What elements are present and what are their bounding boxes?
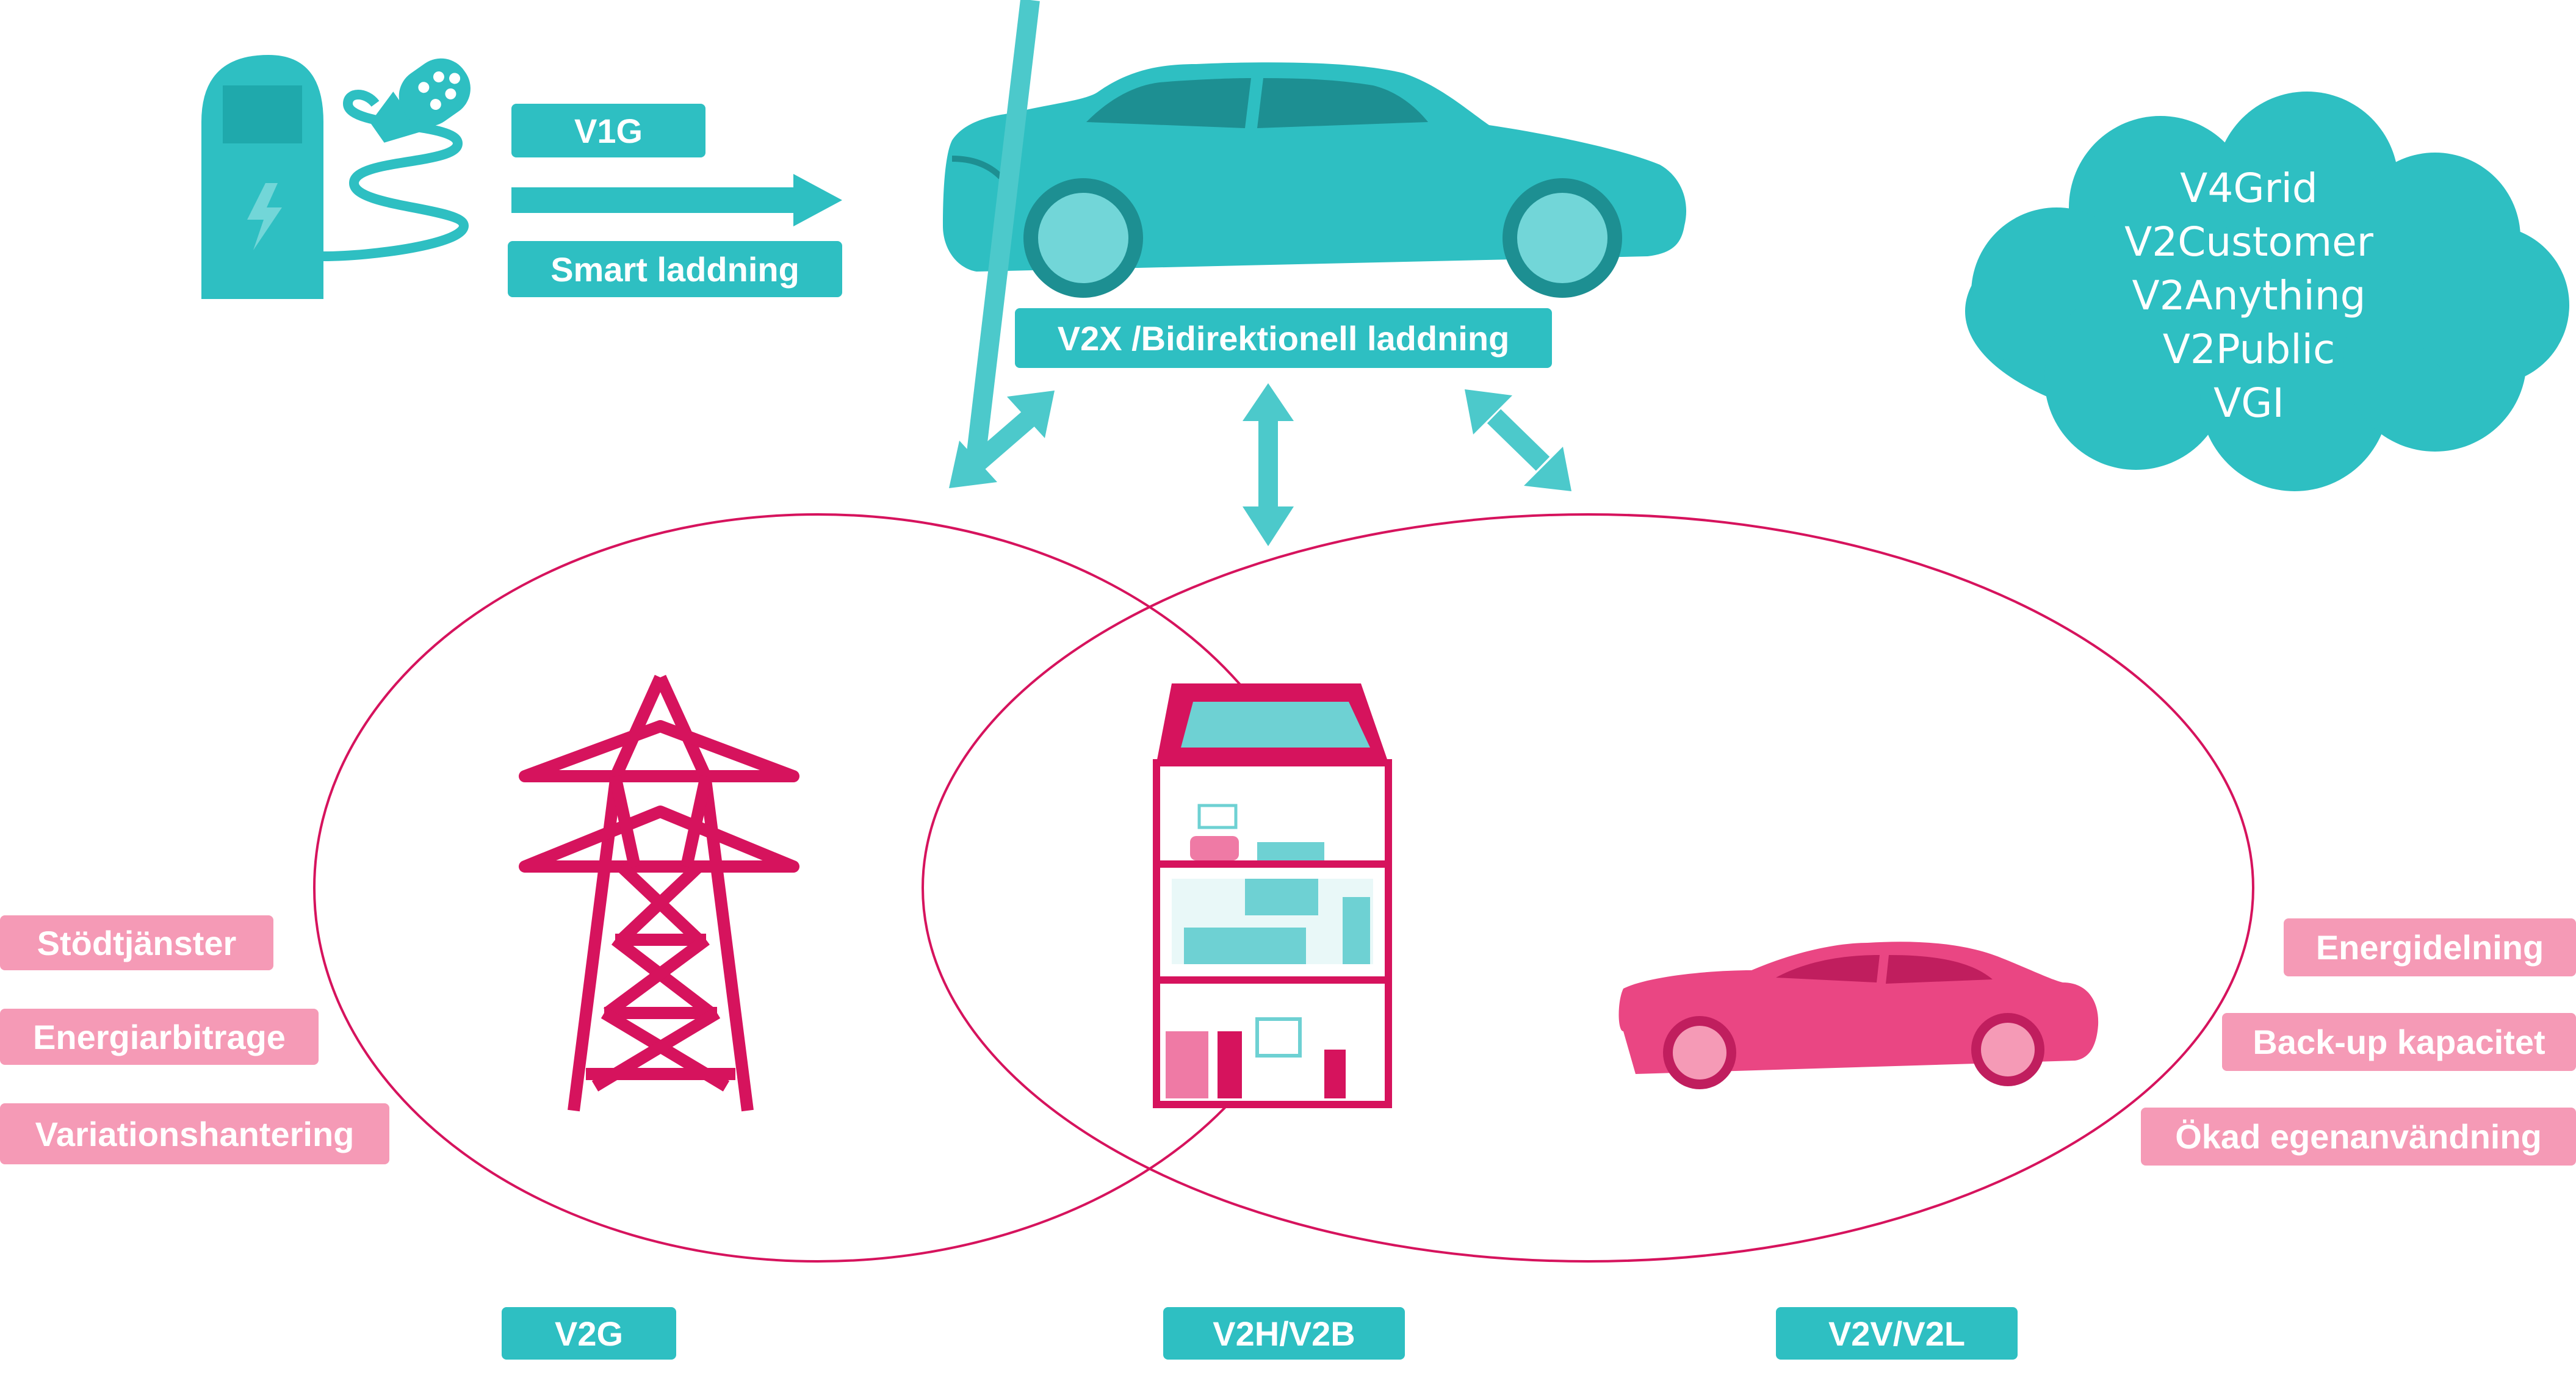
teal-car-icon bbox=[943, 62, 1687, 298]
charging-station-icon bbox=[201, 55, 323, 299]
benefit-label: Energidelning bbox=[2284, 918, 2576, 976]
v1g-label: V1G bbox=[511, 104, 705, 157]
benefit-label: Back-up kapacitet bbox=[2222, 1013, 2576, 1071]
benefit-label: Ökad egenanvändning bbox=[2141, 1108, 2576, 1166]
double-arrow-icon bbox=[949, 0, 1571, 546]
v2x-label: V2X /Bidirektionell laddning bbox=[1015, 308, 1552, 368]
v2v-label: V2V/V2L bbox=[1776, 1307, 2018, 1360]
v2h-label: V2H/V2B bbox=[1163, 1307, 1405, 1360]
house-icon bbox=[1153, 683, 1392, 1108]
pink-car-icon bbox=[1618, 942, 2099, 1089]
cloud-text: V4Grid V2Customer V2Anything V2Public VG… bbox=[1983, 162, 2514, 430]
smart-charging-label: Smart laddning bbox=[508, 241, 842, 297]
v1g-arrow bbox=[511, 174, 842, 226]
cloud-item: V2Anything bbox=[2132, 272, 2366, 319]
pylon-icon bbox=[519, 674, 799, 1112]
cloud-item: V2Customer bbox=[2124, 218, 2373, 265]
cloud-item: V4Grid bbox=[2180, 165, 2318, 212]
cloud-icon bbox=[1965, 92, 2569, 491]
ev-plug-icon bbox=[323, 58, 471, 261]
benefit-label: Stödtjänster bbox=[0, 915, 273, 970]
cloud-item: VGI bbox=[2213, 380, 2284, 427]
cloud-item: V2Public bbox=[2162, 326, 2336, 373]
v2g-label: V2G bbox=[502, 1307, 676, 1360]
benefit-label: Variationshantering bbox=[0, 1103, 389, 1164]
benefit-label: Energiarbitrage bbox=[0, 1009, 319, 1065]
